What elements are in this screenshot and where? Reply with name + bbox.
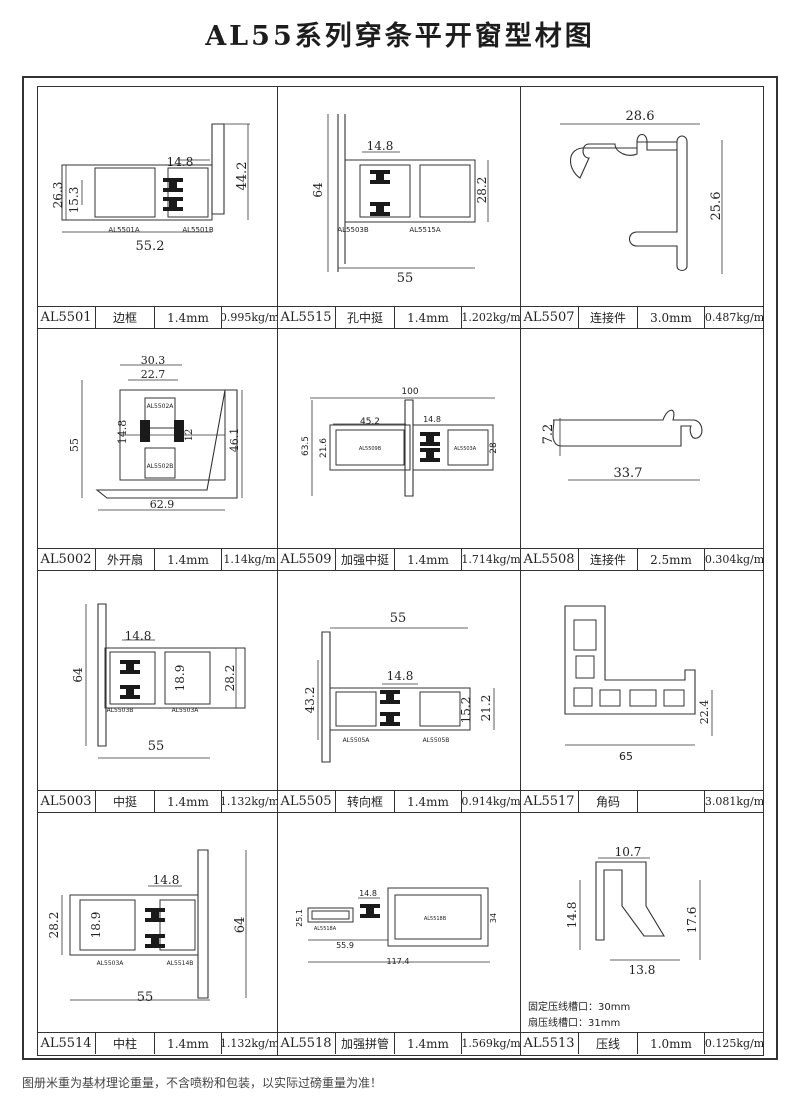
inner-frame: [37, 86, 764, 1056]
wall-thickness: 1.4mm: [395, 791, 462, 812]
footer-note: 图册米重为基材理论重量，不含喷粉和包装，以实际过磅重量为准！: [22, 1076, 383, 1090]
wall-thickness: [638, 791, 705, 812]
unit-weight: 0.914kg/m: [462, 795, 520, 808]
unit-weight: 1.132kg/m: [222, 1037, 277, 1050]
profile-code: AL5517: [520, 791, 579, 812]
profile-name: 连接件: [579, 307, 638, 328]
profile-name: 加强中挺: [336, 549, 395, 570]
wall-thickness: 1.4mm: [155, 1033, 222, 1054]
outer-frame: [22, 76, 778, 1060]
unit-weight: 1.14kg/m: [223, 553, 276, 566]
unit-weight: 0.487kg/m: [705, 311, 764, 324]
wall-thickness: 1.0mm: [638, 1033, 705, 1054]
row-divider: [277, 328, 520, 329]
profile-code: AL5505: [277, 791, 336, 812]
profile-code: AL5002: [37, 549, 96, 570]
wall-thickness: 1.4mm: [395, 1033, 462, 1054]
profile-code: AL5518: [277, 1033, 336, 1054]
unit-weight: 3.081kg/m: [705, 795, 764, 808]
slot-note: 扇压线槽口：31mm: [528, 1018, 621, 1029]
row-divider: [520, 328, 764, 329]
profile-name: 外开扇: [96, 549, 155, 570]
profile-name: 中挺: [96, 791, 155, 812]
profile-name: 中柱: [96, 1033, 155, 1054]
profile-name: 连接件: [579, 549, 638, 570]
profile-code: AL5507: [520, 307, 579, 328]
profile-code: AL5513: [520, 1033, 579, 1054]
unit-weight: 0.304kg/m: [705, 553, 764, 566]
column-divider: [277, 86, 278, 1056]
profile-code: AL5508: [520, 549, 579, 570]
profile-code: AL5003: [37, 791, 96, 812]
row-divider: [277, 812, 520, 813]
wall-thickness: 1.4mm: [155, 791, 222, 812]
row-divider: [37, 570, 277, 571]
unit-weight: 1.714kg/m: [462, 553, 520, 566]
column-divider: [520, 86, 521, 1056]
unit-weight: 0.995kg/m: [222, 311, 277, 324]
wall-thickness: 1.4mm: [395, 307, 462, 328]
row-divider: [520, 570, 764, 571]
row-divider: [37, 812, 277, 813]
profile-name: 转向框: [336, 791, 395, 812]
wall-thickness: 1.4mm: [395, 549, 462, 570]
profile-code: AL5514: [37, 1033, 96, 1054]
unit-weight: 1.569kg/m: [462, 1037, 520, 1050]
profile-code: AL5501: [37, 307, 96, 328]
wall-thickness: 2.5mm: [638, 549, 705, 570]
unit-weight: 0.125kg/m: [705, 1037, 764, 1050]
profile-code: AL5509: [277, 549, 336, 570]
row-divider: [37, 328, 277, 329]
unit-weight: 1.132kg/m: [222, 795, 277, 808]
page-title: AL55系列穿条平开窗型材图: [205, 21, 595, 52]
wall-thickness: 3.0mm: [638, 307, 705, 328]
slot-note: 固定压线槽口：30mm: [528, 1002, 631, 1013]
profile-name: 加强拼管: [336, 1033, 395, 1054]
profile-name: 角码: [579, 791, 638, 812]
row-divider: [520, 812, 764, 813]
unit-weight: 1.202kg/m: [462, 311, 520, 324]
row-divider: [277, 570, 520, 571]
profile-code: AL5515: [277, 307, 336, 328]
profile-name: 压线: [579, 1033, 638, 1054]
wall-thickness: 1.4mm: [155, 549, 222, 570]
profile-name: 边框: [96, 307, 155, 328]
profile-name: 孔中挺: [336, 307, 395, 328]
wall-thickness: 1.4mm: [155, 307, 222, 328]
